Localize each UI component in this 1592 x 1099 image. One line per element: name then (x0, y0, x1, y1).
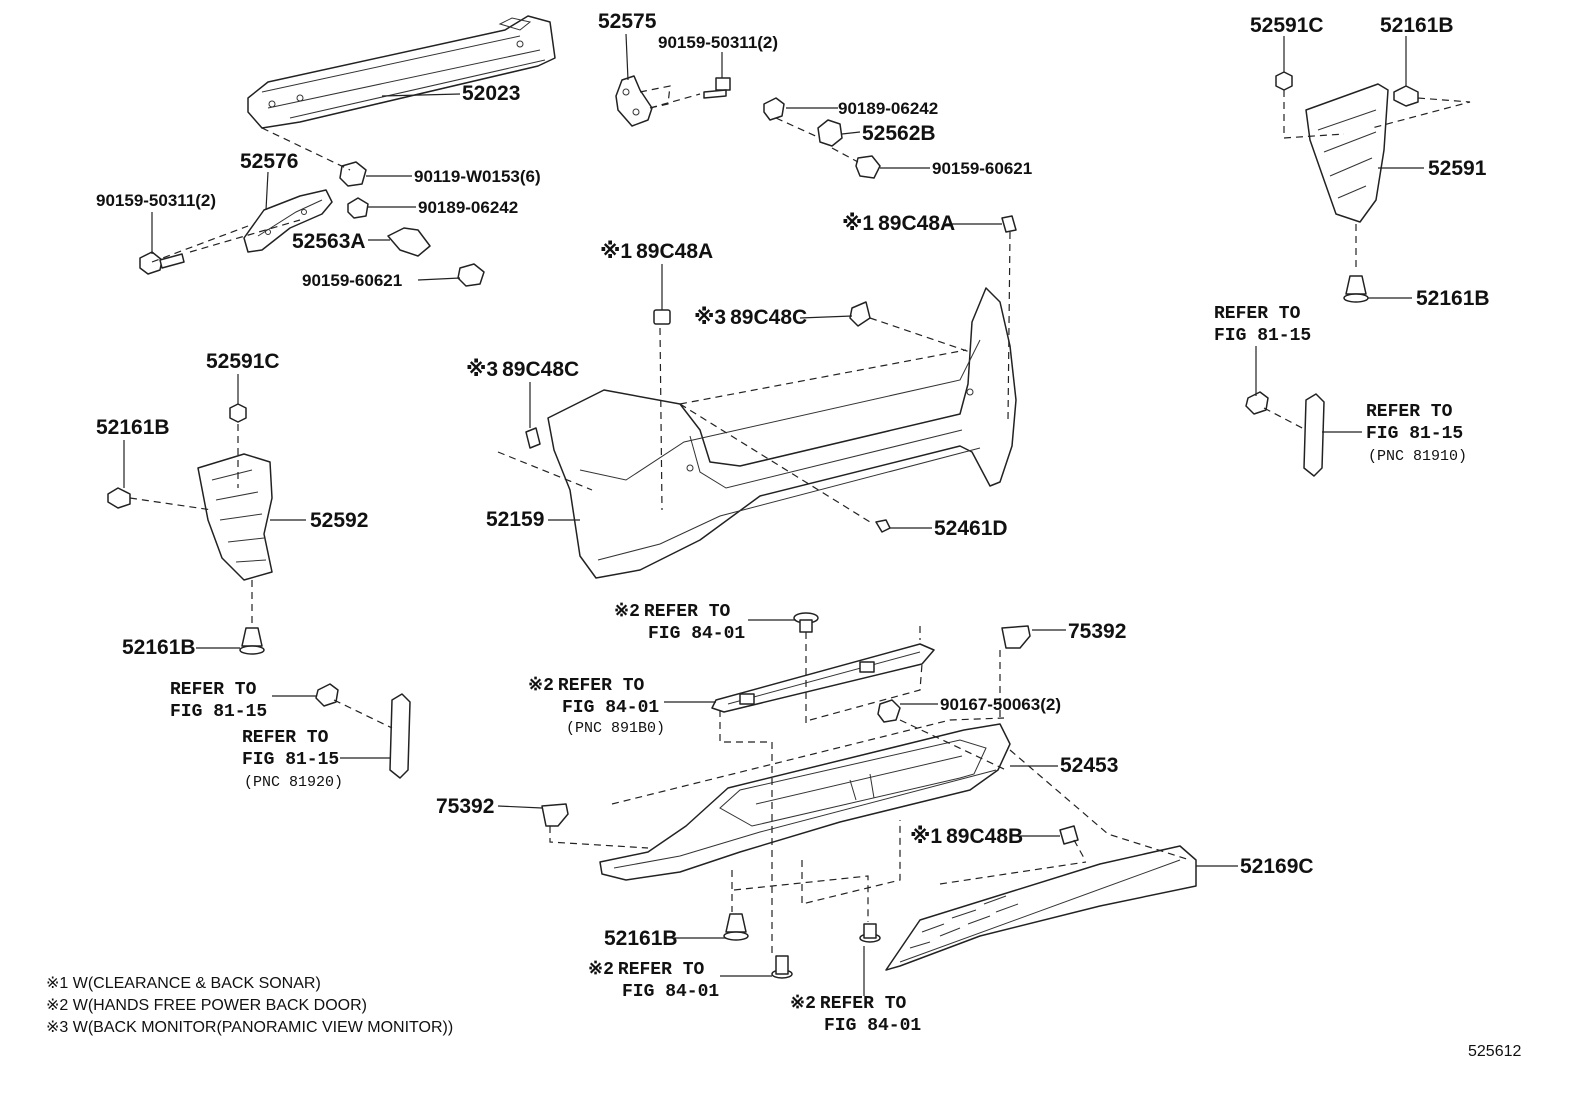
label-52453: 52453 (1060, 754, 1118, 777)
label-52161B-right-upper: 52161B (1380, 14, 1454, 37)
lower-garnish-part[interactable] (885, 845, 1197, 971)
nut-right-part[interactable] (1275, 71, 1293, 91)
clip-right-upper-part[interactable] (1393, 85, 1419, 107)
label-52562B: 52562B (862, 122, 936, 145)
label-pnc-81910: (PNC 81910) (1368, 448, 1467, 465)
label-52161B-lower: 52161B (604, 927, 678, 950)
sensor-retainer-upper-right-part[interactable] (1001, 215, 1017, 233)
reflector-right-part[interactable] (1245, 391, 1325, 477)
label-fig-84-01-lower-left: FIG 84-01 (622, 982, 719, 1002)
label-52169C: 52169C (1240, 855, 1314, 878)
label-52591C-right: 52591C (1250, 14, 1324, 37)
bumper-reinforcement-part[interactable] (247, 15, 556, 129)
note-1: ※1 W(CLEARANCE & BACK SONAR) (46, 975, 321, 992)
label-75392-left: 75392 (436, 795, 494, 818)
label-52563A: 52563A (292, 230, 366, 253)
bolt-upper-center-part[interactable] (703, 77, 731, 99)
clip-right-lower-part[interactable] (1343, 275, 1369, 303)
label-52161B-right-lower: 52161B (1416, 287, 1490, 310)
note-3: ※3 W(BACK MONITOR(PANORAMIC VIEW MONITOR… (46, 1019, 453, 1036)
label-fig-81-15-left-b: FIG 81-15 (242, 750, 339, 770)
label-refer-to-left-a: REFER TO (170, 680, 257, 700)
seal-right-part[interactable] (1305, 83, 1389, 223)
bolt-lower-part[interactable] (877, 699, 901, 723)
label-90159-60621-left: 90159-60621 (302, 271, 402, 290)
label-refer-to-left-b: REFER TO (242, 728, 329, 748)
camera-retainer-right-part[interactable] (849, 301, 871, 327)
label-75392-right: 75392 (1068, 620, 1126, 643)
label-52461D: 52461D (934, 517, 1008, 540)
reflector-left-part[interactable] (315, 683, 411, 779)
label-fig-84-01-top: FIG 84-01 (648, 624, 745, 644)
bracket-lower-right-part[interactable] (1001, 625, 1031, 649)
label-52591: 52591 (1428, 157, 1487, 180)
lower-cover-part[interactable] (599, 723, 1011, 881)
note-2: ※2 W(HANDS FREE POWER BACK DOOR) (46, 997, 367, 1014)
cover-upper-center-part[interactable] (653, 309, 671, 325)
clip-lower-part[interactable] (723, 913, 749, 941)
bolt-left-bracket-part[interactable] (139, 251, 185, 275)
label-refer-to-right-a: REFER TO (1214, 304, 1301, 324)
label-52576: 52576 (240, 150, 298, 173)
retainer-left-part[interactable] (387, 227, 431, 257)
label-fig-81-15-left-a: FIG 81-15 (170, 702, 267, 722)
label-90159-50311-left: 90159-50311(2) (96, 191, 216, 210)
label-52159: 52159 (486, 508, 544, 531)
bolt-ref-84-01-top-part[interactable] (793, 612, 819, 633)
label-90119-W0153: 90119-W0153(6) (414, 167, 541, 186)
leader-lines (123, 33, 1424, 996)
bolt-ref-84-01-lower-right-part[interactable] (859, 923, 881, 943)
label-52592: 52592 (310, 509, 368, 532)
label-fig-81-15-right-b: FIG 81-15 (1366, 424, 1463, 444)
label-fig-84-01-lower-right: FIG 84-01 (824, 1016, 921, 1036)
camera-retainer-left-part[interactable] (525, 427, 541, 449)
harness-bar-part[interactable] (711, 643, 935, 713)
bracket-upper-center-part[interactable] (615, 75, 653, 127)
bumper-cover-part[interactable] (547, 287, 1017, 579)
label-fig-84-01-bar: FIG 84-01 (562, 698, 659, 718)
clip-left-part[interactable] (347, 197, 369, 219)
catalog-number: 525612 (1468, 1043, 1521, 1060)
sensor-retainer-lower-part[interactable] (1059, 825, 1079, 845)
label-52591C-left: 52591C (206, 350, 280, 373)
bolt-left-part[interactable] (339, 161, 367, 187)
screw-left-part[interactable] (457, 263, 485, 287)
assembly-lines (129, 85, 1471, 954)
label-90159-60621-upper: 90159-60621 (932, 159, 1032, 178)
clip-upper-part[interactable] (763, 97, 785, 121)
label-90167-50063: 90167-50063(2) (940, 695, 1061, 714)
screw-upper-part[interactable] (855, 155, 881, 179)
retainer-upper-part[interactable] (817, 119, 843, 147)
bracket-lower-left-part[interactable] (541, 803, 569, 827)
clip-left-upper-part[interactable] (107, 487, 131, 509)
nut-left-part[interactable] (229, 403, 247, 423)
seal-left-part[interactable] (197, 453, 273, 581)
label-52575: 52575 (598, 10, 657, 33)
label-52161B-left-upper: 52161B (96, 416, 170, 439)
label-refer-to-right-b: REFER TO (1366, 402, 1453, 422)
label-pnc-81920: (PNC 81920) (244, 774, 343, 791)
label-52161B-left-lower: 52161B (122, 636, 196, 659)
label-90159-50311-upper: 90159-50311(2) (658, 33, 778, 52)
label-52023: 52023 (462, 82, 520, 105)
label-90189-06242-left: 90189-06242 (418, 198, 518, 217)
label-fig-81-15-right-a: FIG 81-15 (1214, 326, 1311, 346)
label-90189-06242-upper: 90189-06242 (838, 99, 938, 118)
label-pnc-891b0: (PNC 891B0) (566, 720, 665, 737)
clip-left-lower-part[interactable] (239, 627, 265, 655)
bolt-ref-84-01-lower-left-part[interactable] (771, 955, 793, 979)
cap-bumper-part[interactable] (875, 519, 891, 533)
